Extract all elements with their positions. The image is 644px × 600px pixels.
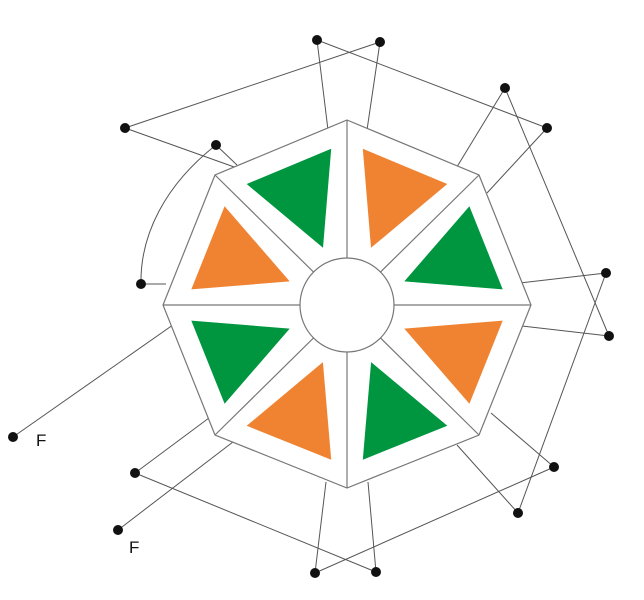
endpoint-dot <box>601 268 611 278</box>
wheel-segment-green <box>362 362 448 460</box>
endpoint-dot <box>375 37 385 47</box>
endpoint-dots <box>8 35 614 578</box>
connector-line <box>134 472 377 573</box>
label-f-lower: F <box>129 538 139 557</box>
endpoint-dot <box>604 331 614 341</box>
connector-lines <box>12 39 610 574</box>
connector-line <box>367 481 377 573</box>
wheel-segment-orange <box>246 362 332 460</box>
connector-line <box>12 319 181 438</box>
connector-arc <box>140 144 217 285</box>
wheel-segment-green <box>404 206 503 290</box>
connector-line <box>316 39 329 131</box>
wheel-segment-green <box>191 320 290 404</box>
wheel-segment-orange <box>404 320 503 404</box>
connector-line <box>314 481 327 574</box>
endpoint-dot <box>8 432 18 442</box>
endpoint-dot <box>312 35 322 45</box>
endpoint-dot <box>513 508 523 518</box>
connector-line <box>490 412 555 468</box>
wheel-segment-green <box>246 148 332 248</box>
endpoint-dot <box>542 123 552 133</box>
wheel-segments <box>191 148 503 460</box>
endpoint-dot <box>371 567 381 577</box>
connector-line <box>451 87 506 176</box>
connector-line <box>316 39 548 129</box>
center-hub <box>299 257 395 353</box>
endpoint-dot <box>211 140 221 150</box>
endpoint-dot <box>500 83 510 93</box>
connector-line <box>134 411 218 474</box>
endpoint-dot <box>310 568 320 578</box>
connector-line <box>366 41 381 131</box>
connector-line <box>124 127 238 169</box>
connector-line <box>517 272 607 514</box>
connector-line <box>124 41 381 129</box>
connector-line <box>486 127 548 194</box>
endpoint-dot <box>130 468 140 478</box>
connector-line <box>504 87 610 337</box>
connector-line <box>521 325 610 337</box>
connector-line <box>117 431 247 531</box>
endpoint-dot <box>136 279 146 289</box>
endpoint-dot <box>120 123 130 133</box>
label-f-upper: F <box>36 431 46 450</box>
wheel-segment-orange <box>191 206 290 290</box>
connector-line <box>456 444 519 514</box>
connector-line <box>314 466 555 574</box>
wheel-segment-orange <box>362 148 448 248</box>
endpoint-dot <box>549 462 559 472</box>
endpoint-dot <box>113 525 123 535</box>
